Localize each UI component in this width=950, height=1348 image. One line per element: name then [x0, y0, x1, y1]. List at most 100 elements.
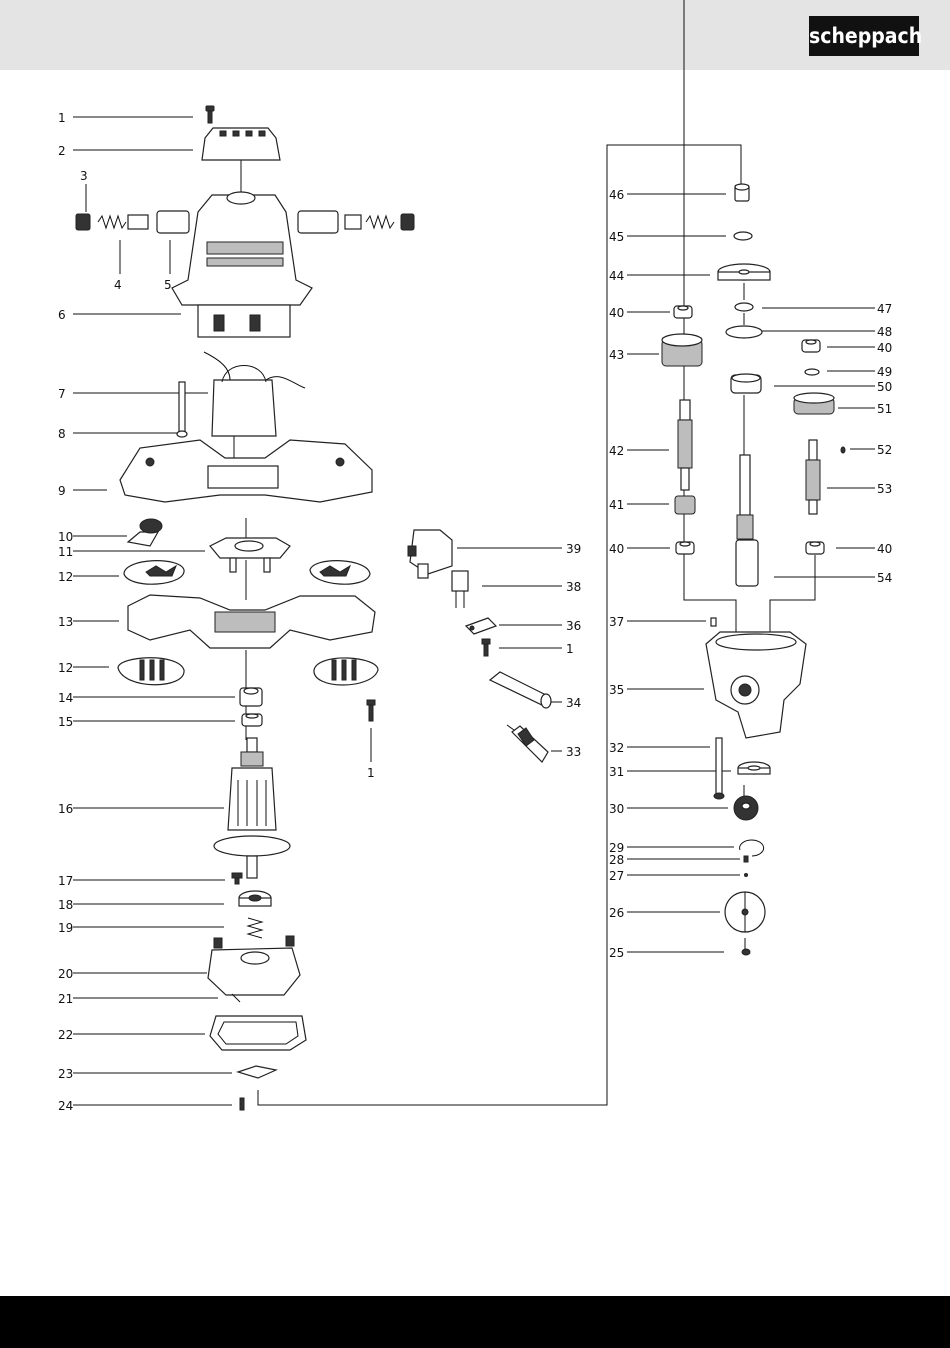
part-40-bearing-d [806, 542, 824, 554]
label-3: 3 [80, 169, 88, 183]
part-14-bearing [240, 688, 262, 706]
label-40: 40 [609, 306, 624, 320]
label-44: 44 [609, 269, 624, 283]
label-17: 17 [58, 874, 73, 888]
label-34: 34 [566, 696, 581, 710]
label-47: 47 [877, 302, 892, 316]
label-10: 10 [58, 530, 73, 544]
label-13: 13 [58, 615, 73, 629]
part-23-clip [238, 1066, 276, 1078]
part-26-knob [725, 892, 765, 932]
label-54: 54 [877, 571, 892, 585]
part-32-screw [714, 738, 724, 799]
part-22-base-plate [210, 1016, 306, 1050]
part-30-lock-button [734, 796, 758, 820]
part-49-clip [805, 369, 819, 375]
part-6-motor-housing [172, 192, 312, 337]
part-25-screw [742, 949, 750, 955]
part-16-armature [214, 738, 290, 878]
part-12-grip-upper [124, 561, 370, 585]
label-32: 32 [609, 741, 624, 755]
part-42-shaft [678, 400, 692, 490]
part-47-circlip [735, 303, 753, 311]
part-37-pin [711, 618, 716, 626]
label-1c: 1 [566, 642, 574, 656]
part-7-stator [204, 352, 305, 436]
part-40-bearing-a [674, 306, 692, 318]
page-footer [0, 1296, 950, 1348]
part-50-spacer [731, 374, 761, 393]
part-3-4-5-brush-assembly-left [76, 211, 189, 233]
part-9-middle-frame [120, 440, 372, 502]
part-24-screw [240, 1098, 244, 1110]
label-7: 7 [58, 387, 66, 401]
label-51: 51 [877, 402, 892, 416]
label-48: 48 [877, 325, 892, 339]
part-28-spring [744, 856, 748, 862]
label-46: 46 [609, 188, 624, 202]
part-35-gear-housing [706, 632, 806, 738]
part-13-base-frame [128, 595, 375, 648]
label-28: 28 [609, 853, 624, 867]
part-54-spindle [736, 455, 758, 586]
part-48-retaining-ring [726, 326, 762, 338]
part-34-cable-sleeve [490, 672, 551, 708]
label-25: 25 [609, 946, 624, 960]
label-15: 15 [58, 715, 73, 729]
label-19: 19 [58, 921, 73, 935]
label-1: 1 [58, 111, 66, 125]
part-31-washer [738, 762, 770, 774]
label-45: 45 [609, 230, 624, 244]
label-4: 4 [114, 278, 122, 292]
label-31: 31 [609, 765, 624, 779]
label-16: 16 [58, 802, 73, 816]
label-2: 2 [58, 144, 66, 158]
part-18-ring [239, 891, 271, 906]
part-53-pinion-shaft [806, 440, 820, 514]
part-41-pinion [675, 496, 695, 514]
part-10-knob [128, 519, 162, 546]
part-20-lower-housing [208, 936, 300, 995]
part-8-long-screw [177, 382, 187, 437]
part-33-plug [507, 725, 548, 762]
label-24: 24 [58, 1099, 73, 1113]
part-17-screw [232, 873, 242, 884]
part-19-spring [248, 918, 262, 938]
label-41: 41 [609, 498, 624, 512]
label-18: 18 [58, 898, 73, 912]
label-52: 52 [877, 443, 892, 457]
label-27: 27 [609, 869, 624, 883]
label-50: 50 [877, 380, 892, 394]
part-1-screw-b [367, 700, 375, 721]
label-38: 38 [566, 580, 581, 594]
part-15-washer [242, 714, 262, 726]
label-8: 8 [58, 427, 66, 441]
label-43: 43 [609, 348, 624, 362]
label-23: 23 [58, 1067, 73, 1081]
part-43-gear [662, 334, 702, 366]
part-40-bearing-b [802, 340, 820, 352]
part-45-circlip [734, 232, 752, 240]
label-11: 11 [58, 545, 73, 559]
part-brush-assembly-right [298, 211, 414, 233]
label-40b: 40 [877, 341, 892, 355]
label-21: 21 [58, 992, 73, 1006]
label-5: 5 [164, 278, 172, 292]
label-49: 49 [877, 365, 892, 379]
label-42: 42 [609, 444, 624, 458]
label-20: 20 [58, 967, 73, 981]
label-33: 33 [566, 745, 581, 759]
label-1b: 1 [367, 766, 375, 780]
part-38-capacitor [452, 571, 468, 608]
label-9: 9 [58, 484, 66, 498]
label-36: 36 [566, 619, 581, 633]
part-1-screw [206, 106, 214, 123]
part-29-clip-ring [740, 840, 764, 856]
label-14: 14 [58, 691, 73, 705]
part-46-bushing [735, 184, 749, 201]
label-40d: 40 [877, 542, 892, 556]
part-1-screw-c [482, 639, 490, 656]
label-22: 22 [58, 1028, 73, 1042]
label-37: 37 [609, 615, 624, 629]
